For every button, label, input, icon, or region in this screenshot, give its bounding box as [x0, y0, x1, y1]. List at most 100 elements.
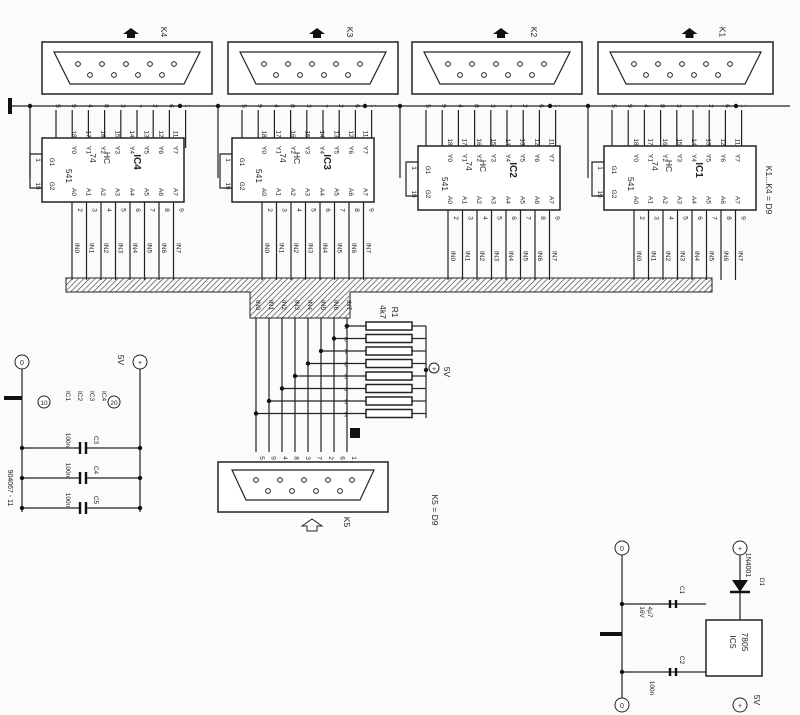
output-arrow-icon	[123, 28, 139, 38]
pin-number: 1	[34, 158, 41, 162]
sub-d-pin	[333, 61, 339, 67]
in-label: IN2	[280, 300, 287, 311]
resistor	[365, 358, 413, 369]
in-label: IN7	[737, 251, 744, 262]
resistor	[365, 346, 413, 356]
sub-d-pin	[277, 477, 283, 483]
sub-d-pin	[253, 477, 259, 483]
pin-number: 4	[105, 208, 112, 212]
pin-number: 8	[353, 208, 360, 212]
connector-note: K5 = D9	[430, 495, 440, 526]
pin-number: 2	[638, 216, 645, 220]
capacitor-name: C1	[678, 586, 685, 595]
sub-d-pin	[529, 72, 535, 78]
sub-d-pin	[135, 72, 141, 78]
ic-body	[417, 145, 561, 211]
in-label: IN4	[321, 243, 328, 254]
pin-label: G1	[424, 166, 431, 175]
terminal-label: 0	[20, 360, 24, 367]
pin-number: 2	[76, 208, 83, 212]
pin-label: Y1	[85, 146, 92, 154]
connector-name: K3	[345, 27, 355, 38]
pin-label: A7	[734, 196, 741, 204]
sub-d-pin	[147, 61, 153, 67]
pin-label: G1	[238, 158, 245, 167]
pin-label: Y2	[475, 154, 482, 162]
pin-label: Y2	[661, 154, 668, 162]
in-label: IN7	[551, 251, 558, 262]
pin-number: 13	[705, 138, 712, 146]
supply-plus-icon	[428, 362, 440, 374]
resistor-pin: 8	[344, 337, 348, 344]
junction-dot	[318, 348, 324, 354]
pin-label: A3	[114, 188, 121, 196]
sub-d-pin	[655, 61, 661, 67]
sub-d-pin	[481, 72, 487, 78]
in-label: IN2	[102, 243, 109, 254]
pin-label: Y3	[304, 146, 311, 154]
sub-d-pin	[493, 61, 499, 67]
resistor-pin: 2	[344, 412, 348, 419]
pin-number: 7	[339, 208, 346, 212]
in-label: IN7	[175, 243, 182, 254]
pin-label: A2	[475, 196, 482, 204]
pin-number: 4	[481, 216, 488, 220]
supply-label: 5V	[116, 355, 126, 366]
ground-icon	[8, 98, 12, 114]
ic-body	[603, 145, 757, 211]
pin-label: A4	[318, 188, 325, 196]
in-label: IN4	[131, 243, 138, 254]
pin-number: 8	[163, 208, 170, 212]
sub-d-pin	[631, 61, 637, 67]
pin-number: 6	[339, 456, 346, 460]
sub-d-pin	[469, 61, 475, 67]
resistor-name: R1	[390, 307, 400, 318]
sub-d-pin	[541, 61, 547, 67]
in-label: IN2	[664, 251, 671, 262]
pin-label: Y3	[490, 154, 497, 162]
junction-dot	[279, 386, 285, 391]
sub-d-pin	[349, 477, 355, 483]
sub-d-pin	[297, 72, 303, 78]
terminal-label: +	[138, 360, 142, 367]
pin-label: A4	[128, 188, 135, 196]
terminal-label: +	[738, 546, 742, 553]
pin-number: 13	[519, 138, 526, 146]
regulator-body	[705, 619, 763, 677]
sub-d-pin	[313, 488, 319, 494]
ic-name: IC3	[321, 154, 332, 170]
pin-label: A0	[70, 188, 77, 196]
junction-dot	[344, 323, 350, 329]
pin-label: A6	[719, 196, 726, 204]
pin-label: A1	[461, 196, 468, 204]
pin-number: 7	[316, 456, 323, 460]
regulator-name: IC5	[728, 635, 738, 649]
pin-label: A1	[275, 188, 282, 196]
pin-number: 3	[467, 216, 474, 220]
pin-number: 13	[333, 130, 340, 138]
pin-label: Y1	[647, 154, 654, 162]
pin-label: A7	[172, 188, 179, 196]
in-label: IN5	[146, 243, 153, 254]
capacitor-value: 100n	[64, 463, 71, 478]
junction-dot	[362, 103, 368, 109]
pin-number: 16	[289, 130, 296, 138]
junction-dot	[423, 367, 429, 373]
pin-label: A1	[647, 196, 654, 204]
sub-d-pin	[715, 72, 721, 78]
pin-number: 8	[539, 216, 546, 220]
capacitor-name: C3	[92, 436, 99, 445]
ic-part-number: HC	[664, 160, 674, 172]
pin-label: Y2	[289, 146, 296, 154]
in-label: IN1	[278, 243, 285, 254]
pin-label: Y5	[705, 154, 712, 162]
pin-number: 18	[446, 138, 453, 146]
pin-terminal	[37, 395, 51, 409]
resistor	[365, 321, 413, 331]
in-label: IN0	[73, 243, 80, 254]
pin-label: A0	[632, 196, 639, 204]
pin-label: A6	[347, 188, 354, 196]
in-label: IN0	[449, 251, 456, 262]
sub-d-pin	[337, 488, 343, 494]
pin-number: 14	[318, 130, 325, 138]
